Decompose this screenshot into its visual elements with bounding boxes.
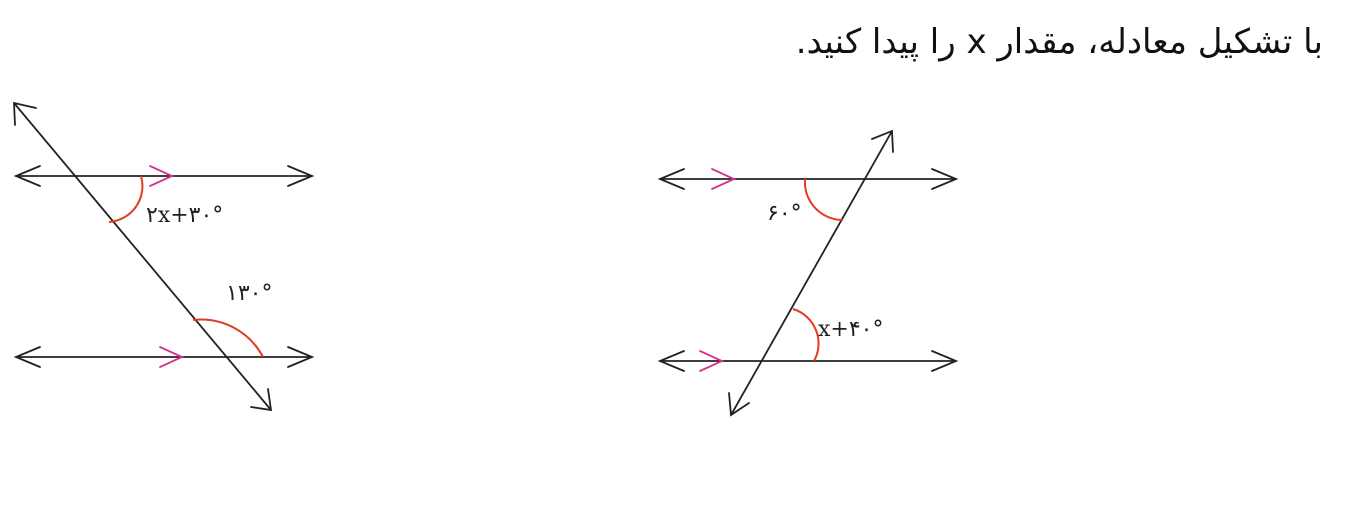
figure-left: ۲x+۳۰° ۱۳۰° bbox=[13, 101, 315, 412]
right-top-parallel-line bbox=[657, 168, 959, 190]
problem-instruction: با تشکیل معادله، مقدار x را پیدا کنید. bbox=[795, 22, 1323, 62]
right-angle-arc-top bbox=[803, 178, 844, 222]
right-transversal bbox=[728, 129, 894, 417]
left-angle-arc-bottom bbox=[192, 318, 264, 358]
left-angle-label-bottom: ۱۳۰° bbox=[226, 281, 272, 306]
left-bottom-parallel-line bbox=[13, 346, 315, 368]
left-angle-arc-top bbox=[108, 175, 144, 223]
right-bottom-parallel-line bbox=[657, 350, 959, 372]
figure-right: ۶۰° x+۴۰° bbox=[657, 129, 959, 417]
left-angle-label-top: ۲x+۳۰° bbox=[146, 203, 223, 228]
right-bottom-parallel-mark bbox=[699, 350, 725, 372]
left-top-parallel-mark bbox=[149, 165, 175, 187]
left-bottom-parallel-mark bbox=[159, 346, 185, 368]
right-top-parallel-mark bbox=[711, 168, 737, 190]
right-angle-label-top: ۶۰° bbox=[767, 201, 802, 226]
right-angle-label-bottom: x+۴۰° bbox=[818, 317, 883, 342]
right-angle-arc-bottom bbox=[792, 308, 820, 362]
left-top-parallel-line bbox=[13, 165, 315, 187]
left-transversal bbox=[13, 101, 273, 412]
